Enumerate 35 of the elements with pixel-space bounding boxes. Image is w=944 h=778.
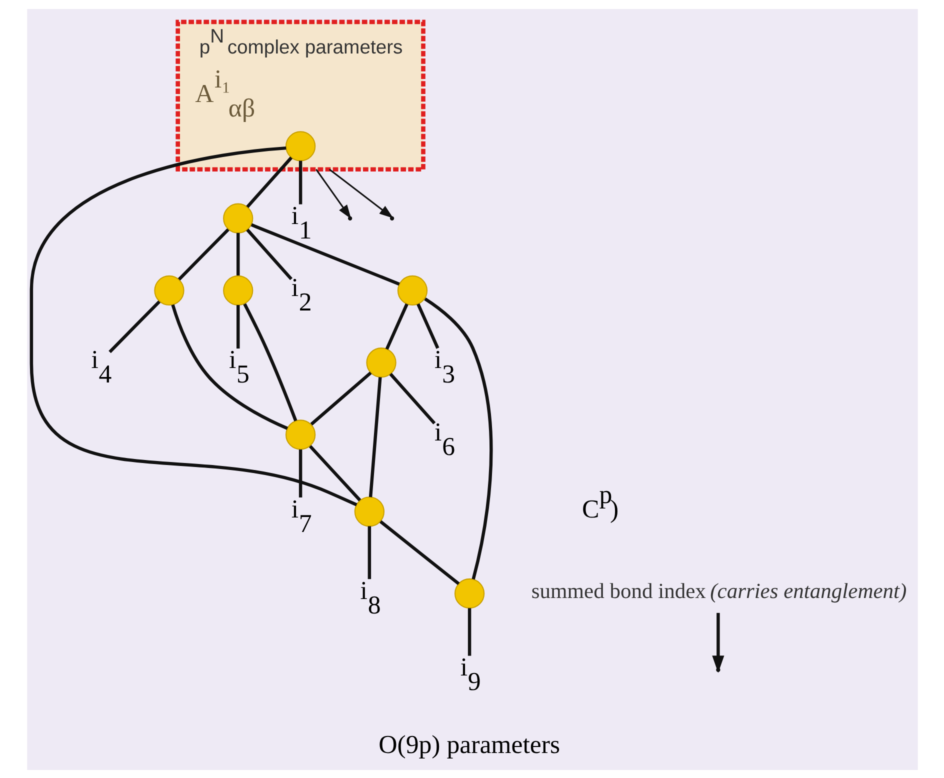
node-circle (396, 274, 428, 306)
node-circle (354, 496, 384, 526)
connector (236, 232, 240, 275)
node-circle (222, 274, 253, 306)
connector (416, 302, 439, 348)
connector (246, 228, 292, 280)
connector (170, 304, 288, 430)
connector (236, 304, 240, 348)
connector (242, 302, 297, 421)
node-circle (366, 347, 396, 378)
connector (384, 302, 408, 350)
connector (467, 608, 471, 656)
connector (310, 371, 372, 425)
connector (298, 449, 302, 497)
connector (424, 296, 492, 580)
connector (308, 444, 361, 501)
connector (388, 372, 436, 424)
connector (368, 376, 382, 497)
node-circle (454, 578, 484, 608)
arrow (315, 168, 351, 218)
connector (250, 222, 400, 286)
connector (379, 520, 460, 585)
node-circle (222, 202, 253, 233)
node-circle (284, 419, 316, 450)
connector (29, 146, 357, 506)
arrow (328, 168, 393, 218)
node-circle (154, 274, 184, 306)
connector (298, 160, 302, 204)
node-text: summed bond index (carries entanglement) (530, 578, 906, 602)
node-circle (284, 130, 316, 161)
label: O(9p) parameters (378, 729, 560, 758)
connector (367, 526, 371, 579)
connector (177, 228, 229, 280)
connector (108, 300, 160, 353)
connector (246, 156, 292, 208)
